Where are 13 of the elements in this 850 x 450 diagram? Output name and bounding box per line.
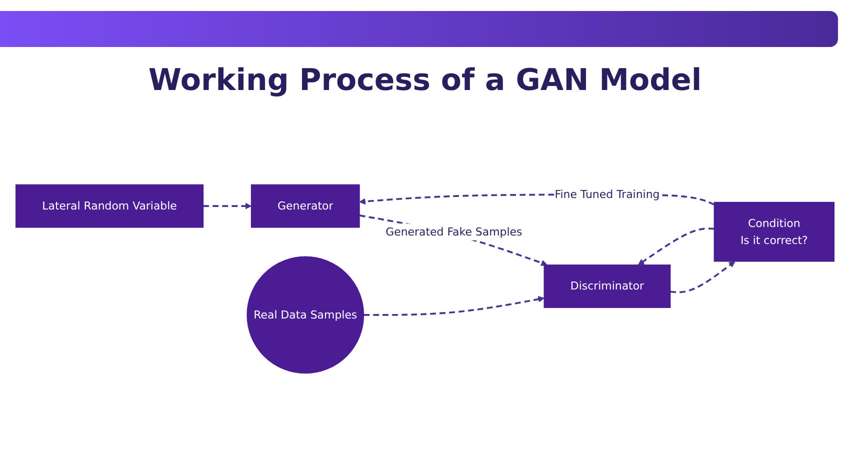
arrow	[670, 261, 736, 294]
arrow	[638, 228, 714, 266]
arrow	[359, 214, 548, 266]
edge-label: Fine Tuned Training	[554, 188, 660, 202]
node-box: Condition Is it correct?	[714, 202, 835, 262]
node-circle: Real Data Samples	[246, 256, 364, 374]
diagram-title: Working Process of a GAN Model	[148, 64, 702, 98]
arrow	[203, 202, 252, 210]
node-box: Generator	[250, 184, 360, 228]
arrow	[364, 296, 544, 316]
node-box: Lateral Random Variable	[15, 184, 204, 228]
edge-label: Generated Fake Samples	[386, 225, 522, 238]
node-box: Discriminator	[544, 264, 671, 308]
